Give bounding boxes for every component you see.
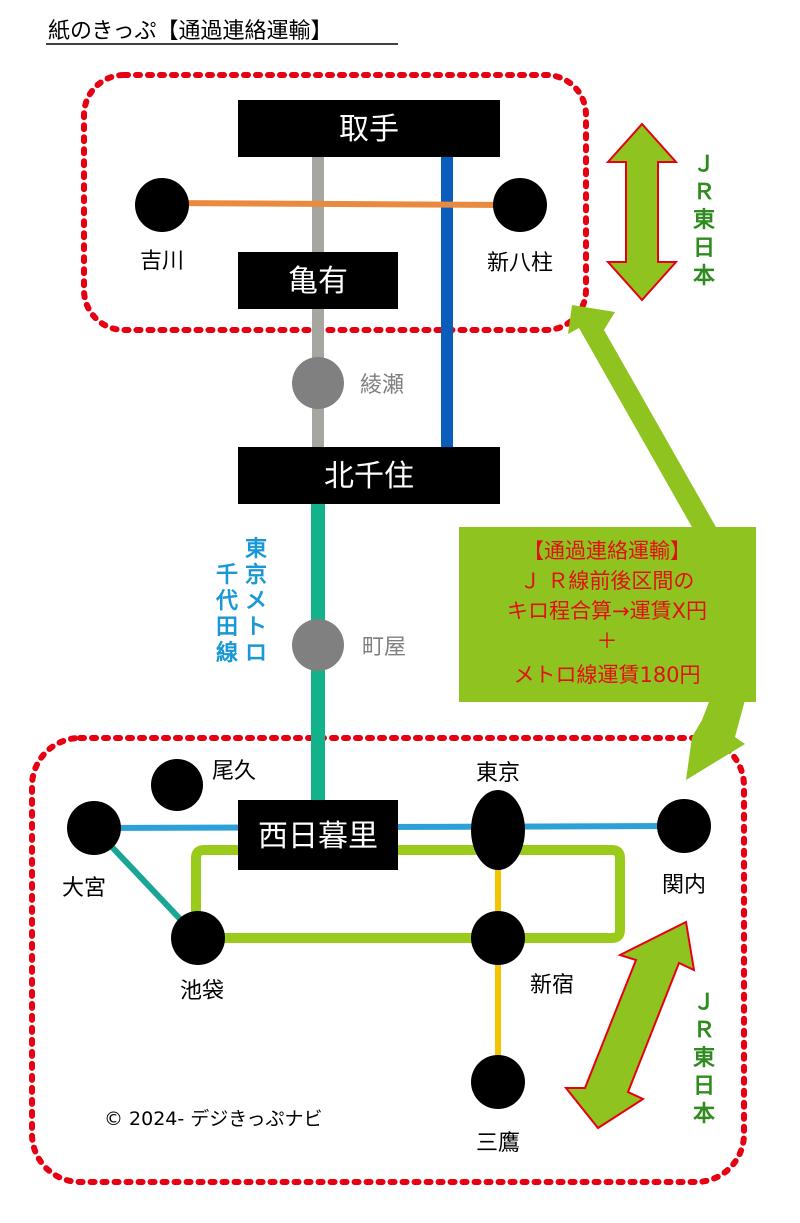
note-line-1: 【通過連絡運輸】 — [523, 539, 691, 563]
metro-char: 東 — [245, 537, 267, 562]
station-shinjuku-label: 新宿 — [530, 973, 574, 998]
note-line-5: メトロ線運賃180円 — [513, 663, 700, 687]
jr-east-north-label: Ｊ Ｒ 東 日 本 — [693, 152, 715, 289]
station-mitaka-marker[interactable] — [471, 1055, 525, 1109]
jr-east-north-double-arrow — [605, 122, 679, 302]
jr-north-char: 本 — [693, 264, 715, 289]
jr-east-south-double-arrow — [563, 920, 696, 1130]
jr-north-char: Ｊ — [693, 152, 715, 177]
fare-note-box: 【通過連絡運輸】 Ｊ Ｒ線前後区間の キロ程合算→運賃X円 ＋ メトロ線運賃18… — [459, 527, 756, 702]
jr-south-char: 東 — [693, 1046, 715, 1071]
metro-char: ロ — [245, 641, 267, 666]
note-line-4: ＋ — [597, 629, 618, 653]
station-tokyo-label: 東京 — [476, 761, 520, 786]
jr-north-char: 日 — [693, 236, 715, 261]
station-shinyahashira-marker[interactable] — [493, 178, 547, 232]
note-line-3: キロ程合算→運賃X円 — [507, 599, 707, 623]
metro-char: 京 — [245, 562, 267, 588]
station-shinjuku-marker[interactable] — [471, 911, 525, 965]
station-toride-label: 取手 — [339, 112, 399, 147]
metro-char: 代 — [215, 589, 238, 614]
metro-char: ト — [245, 615, 267, 640]
station-omiya-label: 大宮 — [62, 876, 106, 901]
jr-south-char: 本 — [693, 1102, 715, 1127]
jr-south-char: 日 — [693, 1074, 715, 1099]
metro-char: 線 — [216, 640, 238, 666]
station-kameari[interactable]: 亀有 — [238, 252, 398, 309]
jr-east-south-label: Ｊ Ｒ 東 日 本 — [693, 990, 715, 1127]
station-kannai-marker[interactable] — [657, 799, 711, 853]
station-ayase-marker[interactable] — [292, 357, 344, 409]
station-machiya-marker[interactable] — [292, 619, 344, 671]
station-omiya-marker[interactable] — [67, 801, 121, 855]
jr-south-char: Ｊ — [693, 990, 715, 1015]
station-kannai-label: 関内 — [662, 873, 706, 898]
note-line-2: Ｊ Ｒ線前後区間の — [520, 569, 695, 593]
jr-east-south-region-border — [29, 735, 747, 1185]
station-shinyahashira-label: 新八柱 — [487, 251, 553, 276]
station-toride[interactable]: 取手 — [238, 100, 500, 157]
metro-char: メ — [245, 589, 267, 614]
station-tokyo-marker[interactable] — [471, 790, 525, 870]
metro-char: 田 — [216, 615, 238, 640]
station-ohisa-label: 尾久 — [212, 759, 256, 784]
copyright-text: © 2024- デジきっぷナビ — [104, 1108, 323, 1130]
station-ayase-label: 綾瀬 — [360, 373, 404, 398]
station-mitaka-label: 三鷹 — [476, 1131, 520, 1156]
page-title: 紙のきっぷ【通過連絡運輸】 — [48, 19, 332, 44]
station-nishinippori[interactable]: 西日暮里 — [238, 800, 398, 870]
station-kitasenju[interactable]: 北千住 — [238, 447, 500, 504]
station-yoshikawa-marker[interactable] — [135, 178, 189, 232]
jr-east-north-region-border — [81, 72, 589, 333]
station-machiya-label: 町屋 — [362, 635, 406, 660]
station-kitasenju-label: 北千住 — [324, 459, 414, 494]
musashino-line — [161, 200, 521, 208]
metro-char: 千 — [216, 563, 238, 588]
station-yoshikawa-label: 吉川 — [140, 249, 184, 274]
station-ikebukuro-label: 池袋 — [180, 979, 224, 1004]
station-ohisa-marker[interactable] — [151, 759, 203, 811]
station-kameari-label: 亀有 — [288, 264, 348, 299]
tokyo-metro-chiyoda-label: 東 京 メ ト ロ 千 代 田 線 — [215, 537, 267, 666]
jr-north-char: 東 — [693, 208, 715, 233]
station-nishinippori-label: 西日暮里 — [258, 819, 378, 854]
jr-north-char: Ｒ — [693, 180, 715, 205]
station-ikebukuro-marker[interactable] — [171, 911, 225, 965]
jr-south-char: Ｒ — [693, 1018, 715, 1043]
